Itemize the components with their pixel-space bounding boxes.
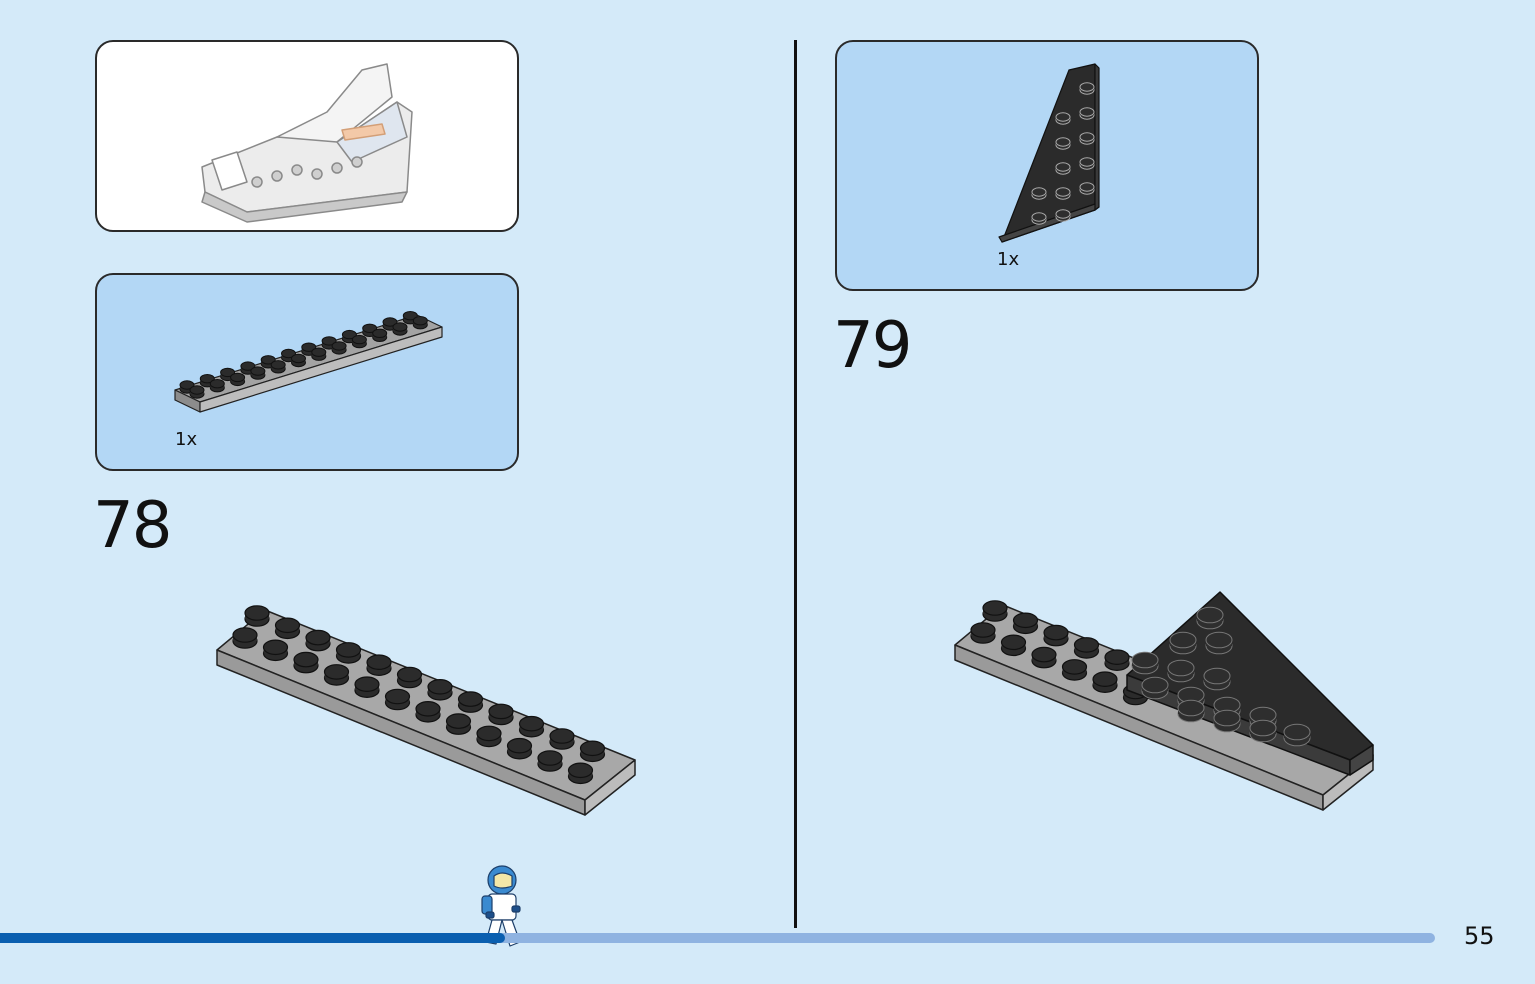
step-79-number: 79 <box>833 309 912 383</box>
step-78-parts-panel: 1x <box>95 273 519 471</box>
page-number: 55 <box>1464 922 1495 950</box>
plate-2x12-icon <box>174 311 443 413</box>
wedge-plate-icon <box>998 63 1100 243</box>
progress-bar-complete <box>0 933 505 943</box>
progress-bar-remaining <box>495 933 1435 943</box>
step-78-assembly-plate <box>216 605 636 816</box>
context-model-panel <box>95 40 519 232</box>
spaceship-model-illustration <box>201 63 413 223</box>
page-divider <box>794 40 797 928</box>
step-79-assembly <box>954 591 1374 811</box>
step-79-part-quantity: 1x <box>997 249 1020 270</box>
step-79-parts-panel: 1x <box>835 40 1259 291</box>
step-78-part-quantity: 1x <box>175 429 198 450</box>
step-78-number: 78 <box>93 489 172 563</box>
